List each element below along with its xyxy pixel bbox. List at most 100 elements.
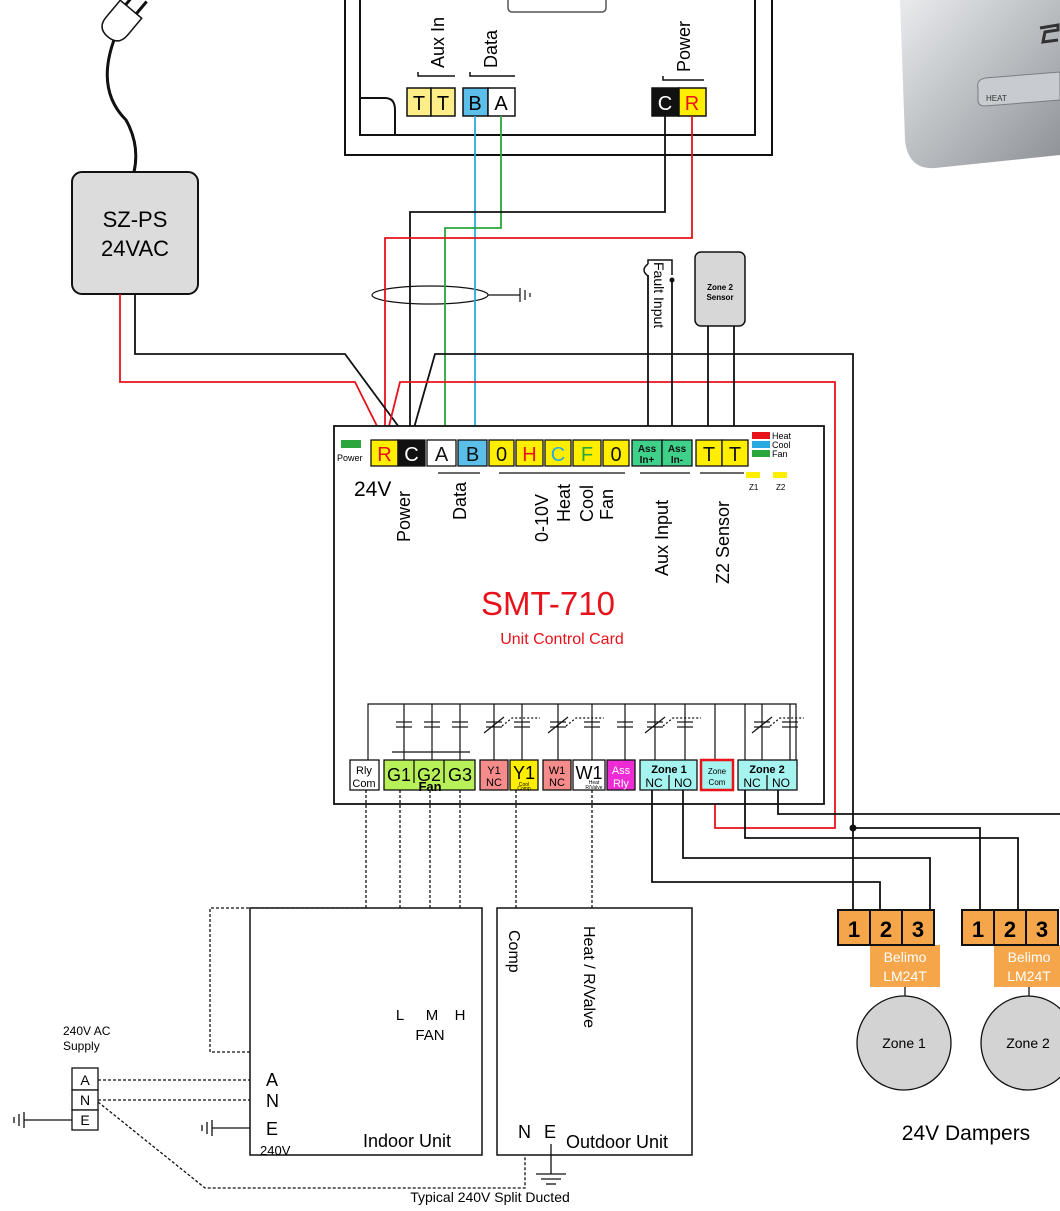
group-label-data: Data [450,481,470,520]
card-terminal-6: C [544,439,572,467]
svg-text:C: C [404,444,418,466]
svg-text:Com: Com [352,778,375,790]
svg-text:B: B [468,93,481,115]
svg-text:E: E [266,1119,278,1139]
actuator-line1: Belimo [884,949,927,965]
svg-text:C: C [551,444,565,466]
svg-text:Zone 2: Zone 2 [707,283,733,292]
actuator-line1: Belimo [1008,949,1051,965]
group-label-heat: Heat [554,484,574,522]
svg-text:H: H [522,444,536,466]
data-label-top: Data [481,29,501,68]
zone-label: Zone 2 [1006,1035,1050,1051]
fault-input: Fault Input [643,259,675,328]
controller-terminal-b: B [462,87,489,117]
svg-text:R: R [685,93,699,115]
svg-text:Z2: Z2 [776,483,786,492]
controller-terminal-c: C [651,87,680,117]
wiring-bottom [97,790,1060,1189]
damper-terminal: 2 [880,917,892,942]
card-terminal-8: 0 [602,439,630,467]
card-terminal-1: C [397,439,426,467]
svg-text:Rly: Rly [356,765,372,777]
led-legend-cool: Cool [752,440,791,450]
svg-text:240V AC: 240V AC [63,1024,111,1038]
card-terminal-7: F [572,439,602,467]
svg-text:Comp: Comp [517,786,531,792]
indoor-fan-label: FAN [415,1027,444,1044]
svg-text:A: A [80,1072,90,1088]
led-legend-fan: Fan [752,449,788,459]
fault-input-label: Fault Input [651,262,667,328]
svg-text:A: A [266,1070,278,1090]
group-label-z2-sensor: Z2 Sensor [713,501,733,584]
svg-text:Sensor: Sensor [706,293,733,302]
comp-label: Comp [505,930,522,973]
zone-2-sensor: Zone 2 Sensor [694,251,746,327]
card-terminal-4: 0 [488,439,515,467]
terminal-ass-rly: Ass Rly [606,759,636,791]
terminal-zone-1: Zone 1 NC NO [639,759,698,791]
card-terminal-5: H [515,439,544,467]
svg-text:NC: NC [645,776,663,790]
ac-supply: 240V AC Supply A N E [13,1024,111,1131]
power-led [341,440,361,448]
svg-text:G3: G3 [448,765,472,785]
svg-text:R/Valve: R/Valve [585,785,602,791]
controller-housing: Aux In Data Power T T B A C R [344,0,773,156]
terminal-y1-nc: Y1 NC [479,759,509,791]
svg-text:Zone: Zone [708,767,727,776]
svg-text:0: 0 [496,444,507,466]
heat-rvalve-label: Heat / R/Valve [580,926,597,1028]
svg-text:C: C [658,93,672,115]
outdoor-unit-label: Outdoor Unit [566,1132,668,1152]
svg-text:Cool: Cool [519,782,529,788]
svg-text:E: E [544,1122,556,1142]
svg-text:Y1: Y1 [487,765,500,777]
svg-text:F: F [581,444,593,466]
fan-group-label: Fan [418,779,441,794]
power-label-top: Power [674,21,694,72]
terminal-rly-com: Rly Com [349,759,380,791]
svg-text:0: 0 [610,444,621,466]
card-terminal-11: T [695,439,723,467]
svg-text:T: T [437,93,449,115]
svg-text:T: T [703,444,715,466]
svg-text:A: A [435,444,449,466]
power-led-label: Power [337,453,363,463]
zone-label: Zone 1 [882,1035,926,1051]
svg-text:In-: In- [671,455,683,466]
controller-terminal-r: R [678,87,707,117]
svg-text:Rly: Rly [613,778,629,790]
svg-text:T: T [729,444,741,466]
thermostat-heat-label: HEAT [986,94,1007,103]
footer-caption: Typical 240V Split Ducted [410,1189,570,1205]
svg-text:Zone 1: Zone 1 [651,764,686,776]
plug-icon [101,0,148,173]
card-terminal-2: A [426,439,457,467]
group-label-aux-input: Aux Input [652,500,672,576]
terminal-w1-nc: W1 NC [542,759,572,791]
svg-text:Ass: Ass [612,765,631,777]
svg-text:L: L [396,1007,404,1024]
card-terminal-12: T [721,439,749,467]
svg-text:NO: NO [674,776,692,790]
damper-terminal: 3 [912,917,924,942]
power-supply: SZ-PS 24VAC [71,171,199,295]
svg-text:Supply: Supply [63,1039,100,1053]
thermostat-image: HEAT [900,0,1060,169]
svg-text:N: N [518,1122,531,1142]
damper-terminal: 1 [848,917,860,942]
card-terminal-0: R [370,439,399,467]
group-label-power: Power [394,491,414,542]
svg-text:240V: 240V [260,1143,291,1158]
zone-leds: Z1 Z2 [746,472,787,492]
svg-text:Ass: Ass [638,444,657,455]
